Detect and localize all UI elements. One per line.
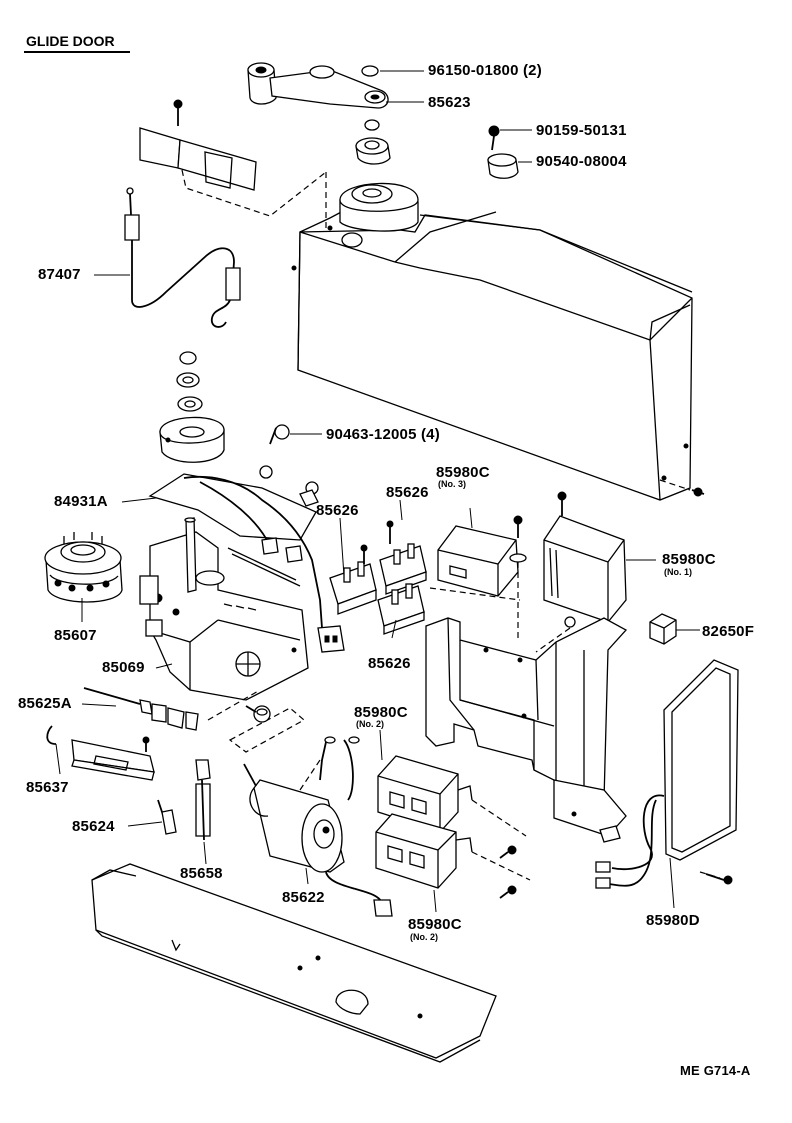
plate-84931A-drawing [148,473,345,653]
leader-lines [55,70,700,913]
housing-85069-drawing [139,517,309,701]
cover-screw-drawing [659,479,705,497]
dashed-guide-85622 [228,707,306,753]
label-85625A: 85625A [18,695,72,712]
reference-code: ME G714-A [680,1063,751,1078]
label-85069: 85069 [102,659,145,676]
label-85980C-no3-sub: (No. 3) [438,479,466,489]
relay-85980C-no3-drawing [437,515,527,597]
label-96150-01800: 96150-01800 (2) [428,62,542,79]
label-85623: 85623 [428,94,471,111]
label-87407: 87407 [38,266,81,283]
collar-90540-drawing [487,153,519,179]
housing-bolt-drawing [245,705,271,723]
label-85637: 85637 [26,779,69,796]
label-85980C-no2b-sub: (No. 2) [410,932,438,942]
label-84931A: 84931A [54,493,108,510]
label-85980C-no3: 85980C [436,464,490,481]
relay-85980C-no1-drawing [543,491,627,628]
motor-85622-drawing [243,736,393,917]
main-cover-drawing [291,182,693,501]
gear-85607-drawing [44,532,123,603]
label-90540-08004: 90540-08004 [536,153,627,170]
label-82650F: 82650F [702,623,755,640]
washer-stack-drawing [159,351,225,463]
upper-bracket-drawing [139,99,327,230]
connector-85626-drawing [299,489,427,635]
arm-85623-drawing [247,62,391,165]
board-85980D-drawing [595,659,739,889]
label-85980C-no2a-sub: (No. 2) [356,719,384,729]
mounting-bracket-drawing [425,617,628,837]
bolt-90159-drawing [488,125,500,151]
switch-85624-drawing [157,799,177,835]
bracket-85637-drawing [46,725,155,781]
label-85626-a: 85626 [316,502,359,519]
label-85980C-no1-sub: (No. 1) [664,567,692,577]
label-85658: 85658 [180,865,223,882]
relay-85980C-no2b-drawing [375,813,531,899]
label-85607: 85607 [54,627,97,644]
dashed-guide-85625A [207,689,261,721]
cable-87407-drawing [124,187,241,328]
label-85980C-no2b: 85980C [408,916,462,933]
base-plate-drawing [91,863,497,1063]
label-85622: 85622 [282,889,325,906]
label-85980D: 85980D [646,912,700,929]
clip-90463-drawing [259,424,319,495]
relay-85980C-no2a-drawing [377,755,527,837]
diagram-title: GLIDE DOOR [26,33,115,49]
label-85980C-no1: 85980C [662,551,716,568]
title-underline [24,51,130,53]
label-85626-b: 85626 [386,484,429,501]
label-85624: 85624 [72,818,115,835]
pin-85658-drawing [195,759,211,841]
switch-82650F-drawing [649,613,677,645]
label-85626-c: 85626 [368,655,411,672]
dashed-guide-bracket [429,562,571,653]
label-85980C-no2a: 85980C [354,704,408,721]
shaft-85625A-drawing [83,687,199,731]
label-90159-50131: 90159-50131 [536,122,627,139]
label-90463-12005: 90463-12005 (4) [326,426,440,443]
